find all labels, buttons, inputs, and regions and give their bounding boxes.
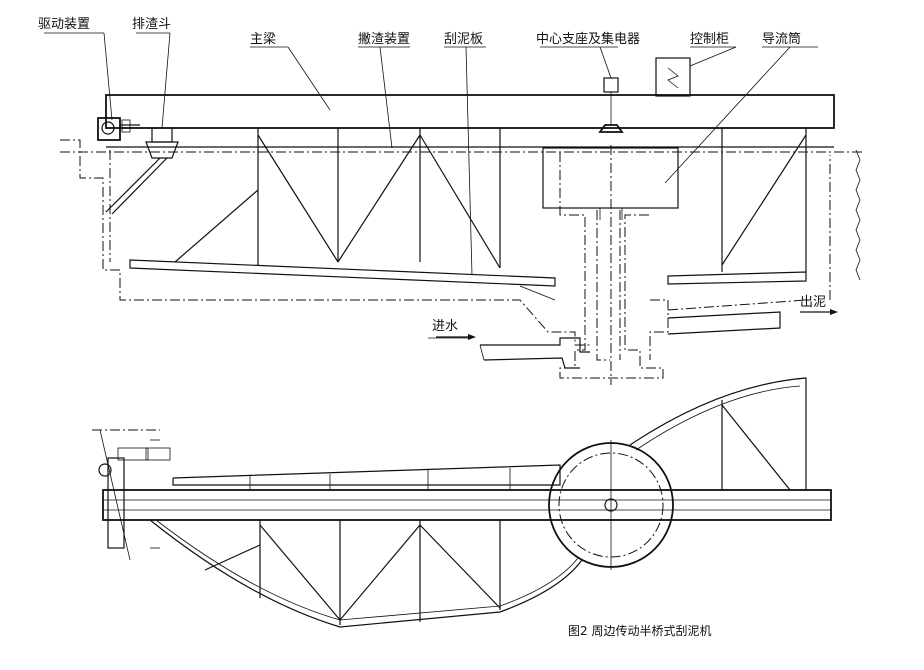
inlet-pipe — [436, 334, 590, 369]
elevation-view — [44, 32, 862, 385]
label-drive: 驱动装置 — [38, 17, 91, 32]
guide-tube-shape — [542, 147, 679, 209]
leader-lines — [44, 32, 818, 339]
plan-view — [92, 377, 832, 628]
label-scum-hopper: 排渣斗 — [132, 17, 172, 32]
center-column — [559, 145, 831, 385]
center-well-plan — [548, 440, 674, 570]
label-sludge-out: 出泥 — [800, 295, 827, 310]
label-main-beam: 主梁 — [250, 32, 277, 47]
label-inlet: 进水 — [432, 319, 459, 334]
tank-wall-left — [60, 139, 590, 346]
center-support-shape — [598, 77, 624, 133]
plan-scraper-arc — [149, 519, 583, 628]
plan-drive-end — [92, 429, 171, 561]
control-cabinet-shape — [655, 57, 691, 97]
truss-web — [174, 128, 807, 272]
figure-caption: 图2 周边传动半桥式刮泥机 — [568, 624, 712, 638]
sludge-outlet-pipe — [667, 309, 838, 335]
label-skimmer: 撇渣装置 — [358, 32, 411, 47]
scraper-blade-shape — [129, 259, 807, 301]
label-control-cabinet: 控制柜 — [690, 32, 730, 47]
label-center-support: 中心支座及集电器 — [536, 32, 641, 47]
drive-unit-shape — [97, 117, 140, 141]
plan-upper-arc — [629, 377, 807, 491]
label-scraper: 刮泥板 — [444, 32, 484, 47]
label-guide-tube: 导流筒 — [762, 32, 802, 47]
plan-beam-shape — [102, 489, 832, 521]
main-beam-shape — [105, 94, 835, 129]
